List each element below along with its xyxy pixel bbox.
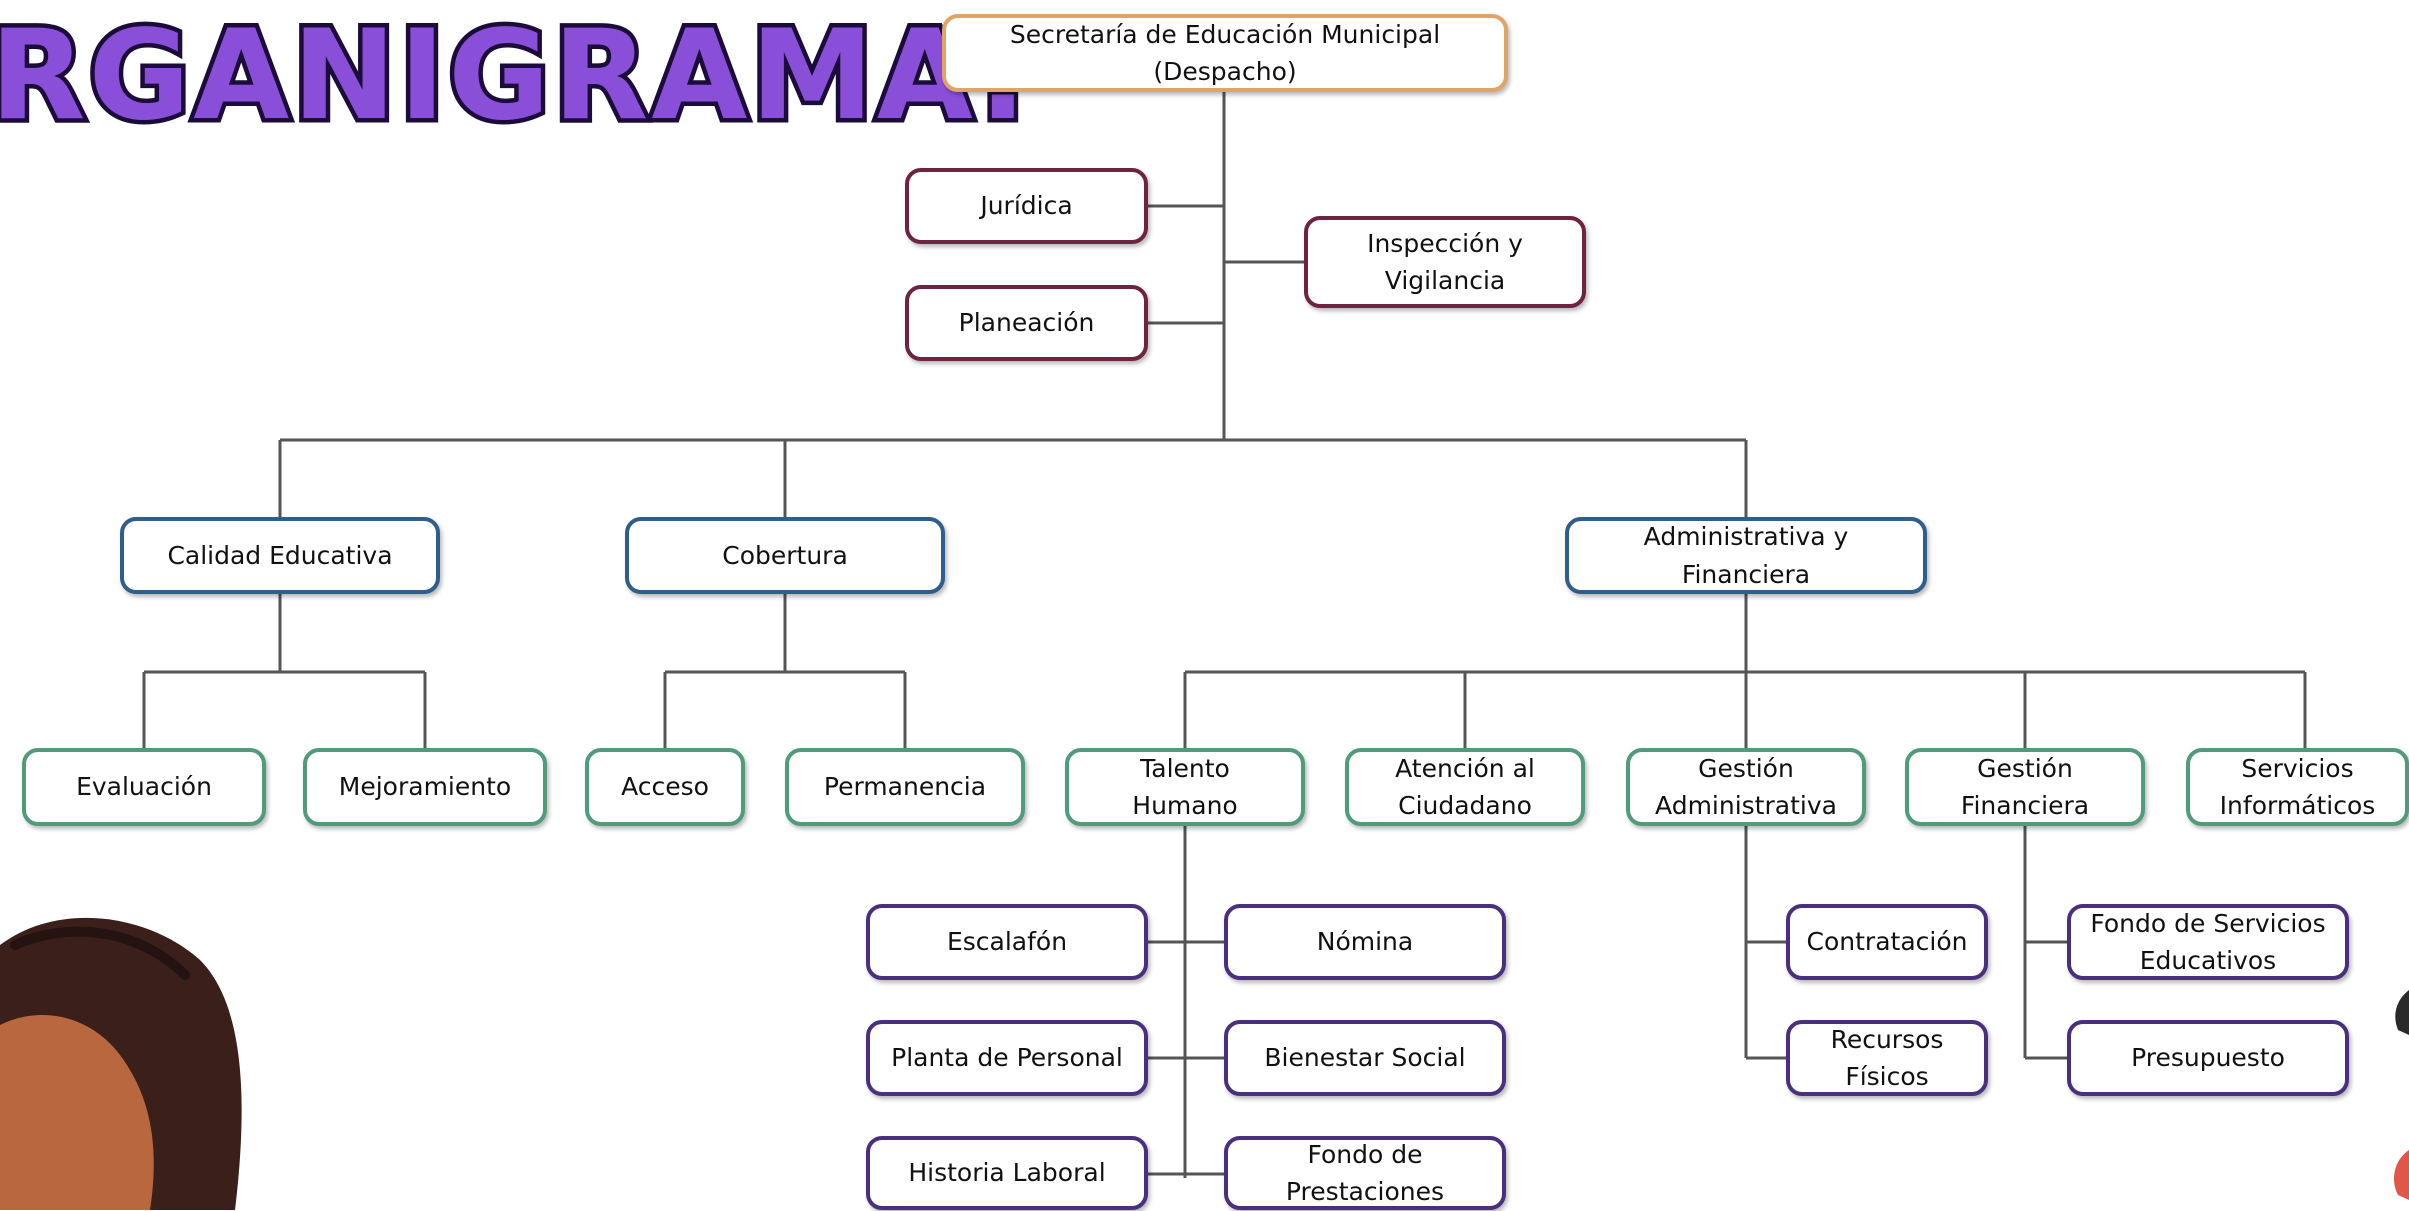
node-permanencia: Permanencia <box>785 748 1025 826</box>
node-atencion-ciudadano: Atención al Ciudadano <box>1345 748 1585 826</box>
node-presupuesto: Presupuesto <box>2067 1020 2349 1096</box>
node-acceso: Acceso <box>585 748 745 826</box>
node-nomina: Nómina <box>1224 904 1506 980</box>
node-fondo-servicios-educativos: Fondo de Servicios Educativos <box>2067 904 2349 980</box>
node-fondo-prestaciones: Fondo de Prestaciones <box>1224 1136 1506 1210</box>
node-despacho: Secretaría de Educación Municipal (Despa… <box>942 14 1508 92</box>
node-calidad-educativa: Calidad Educativa <box>120 517 440 594</box>
node-juridica: Jurídica <box>905 168 1148 244</box>
node-planta-personal: Planta de Personal <box>866 1020 1148 1096</box>
page-title: RGANIGRAMA: <box>0 4 1032 148</box>
decorative-illustration <box>2393 990 2409 1200</box>
node-evaluacion: Evaluación <box>22 748 266 826</box>
node-gestion-financiera: Gestión Financiera <box>1905 748 2145 826</box>
node-cobertura: Cobertura <box>625 517 945 594</box>
node-mejoramiento: Mejoramiento <box>303 748 547 826</box>
node-talento-humano: Talento Humano <box>1065 748 1305 826</box>
node-gestion-administrativa: Gestión Administrativa <box>1626 748 1866 826</box>
node-contratacion: Contratación <box>1786 904 1988 980</box>
node-planeacion: Planeación <box>905 285 1148 361</box>
node-bienestar-social: Bienestar Social <box>1224 1020 1506 1096</box>
node-recursos-fisicos: Recursos Físicos <box>1786 1020 1988 1096</box>
node-administrativa-financiera: Administrativa y Financiera <box>1565 517 1927 594</box>
node-escalafon: Escalafón <box>866 904 1148 980</box>
node-servicios-informaticos: Servicios Informáticos <box>2186 748 2409 826</box>
character-illustration <box>0 917 242 1210</box>
node-inspeccion: Inspección y Vigilancia <box>1304 216 1586 308</box>
node-historia-laboral: Historia Laboral <box>866 1136 1148 1210</box>
